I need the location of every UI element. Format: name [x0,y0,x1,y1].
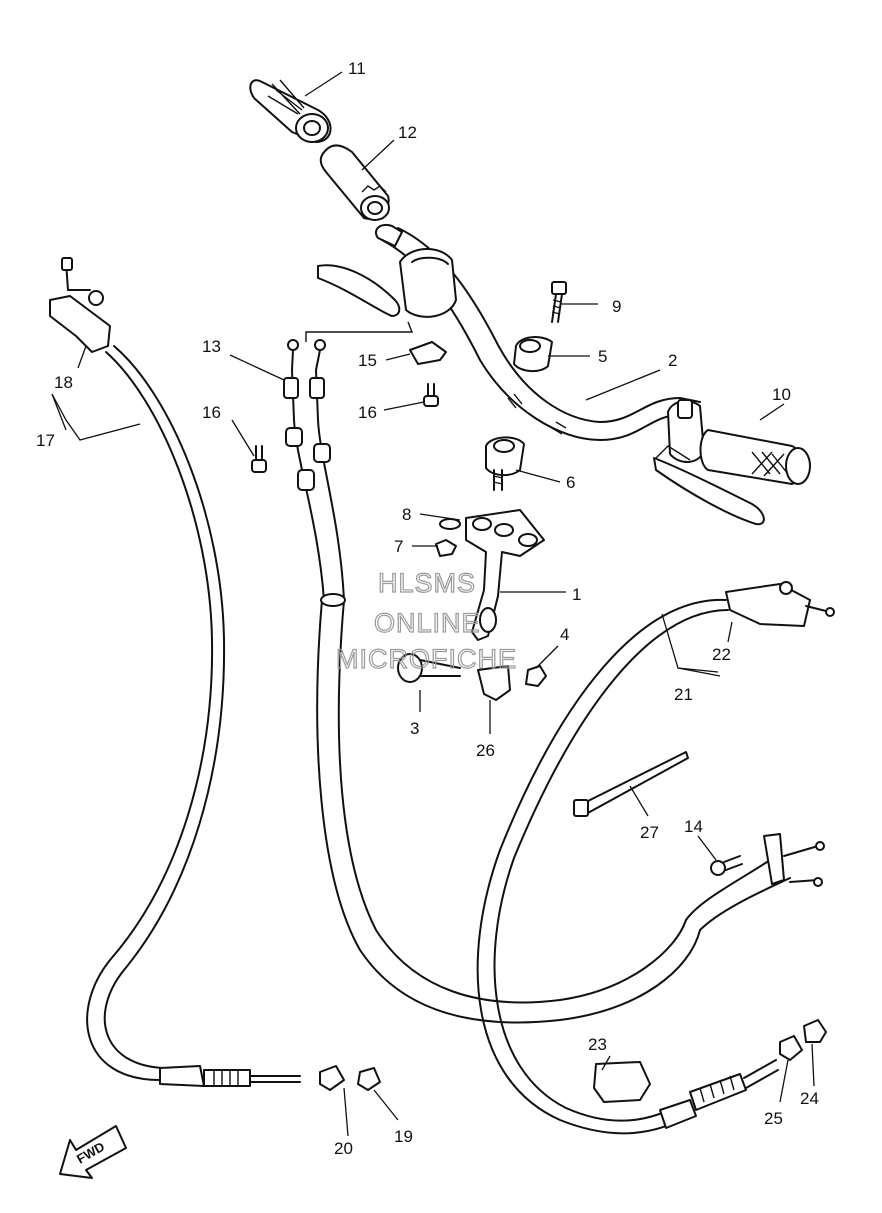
brake-cable [476,581,835,1135]
callout-13: 13 [202,337,221,356]
callout-20: 20 [334,1139,353,1158]
callout-24: 24 [800,1089,819,1108]
right-grip [699,429,811,485]
screw-16-right [423,383,439,407]
leader-lines [51,71,815,1137]
callout-7: 7 [394,537,403,556]
watermark-line-3: MICROFICHE [336,644,517,674]
cable-end-upper [815,841,825,851]
fwd-arrow: FWD [59,1125,127,1179]
nut-4 [525,665,547,687]
callout-22: 22 [712,645,731,664]
callout-19: 19 [394,1127,413,1146]
watermark: HLSMS ONLINE MICROFICHE [335,567,517,674]
upper-holder [513,336,553,372]
callout-16-right: 16 [358,403,377,422]
screw-14 [710,855,743,876]
callout-21: 21 [674,685,693,704]
callout-5: 5 [598,347,607,366]
callout-25: 25 [764,1109,783,1128]
callout-11: 11 [348,59,366,78]
callout-2: 2 [668,351,677,370]
nut-7 [435,539,457,557]
part-20 [319,1065,345,1091]
bolt-9 [551,281,567,323]
left-lever-bracket [305,247,457,342]
right-lever-bracket [653,399,765,526]
clutch-cable [49,257,301,1087]
throttle-tube [319,144,390,221]
callout-14: 14 [684,817,703,836]
callout-12: 12 [398,123,417,142]
screw-16-left [251,445,267,473]
callout-16-left: 16 [202,403,221,422]
callout-8: 8 [402,505,411,524]
clamp-15 [409,341,447,365]
callout-17: 17 [36,431,55,450]
callout-4: 4 [560,625,569,644]
callout-27: 27 [640,823,659,842]
callout-18: 18 [54,373,73,392]
callout-10: 10 [772,385,791,404]
bolt-3 [397,653,461,683]
part-25 [779,1035,803,1061]
handlebar-bracket [465,509,545,641]
cable-end-lower [813,877,823,887]
callout-numbers: 11 12 9 5 2 10 6 8 7 1 4 3 26 13 15 16 1… [36,59,819,1158]
washer-8 [439,518,461,530]
callout-15: 15 [358,351,377,370]
callout-1: 1 [572,585,581,604]
nut-19 [357,1067,381,1091]
watermark-line-2: ONLINE [374,608,481,638]
throttle-cable-assembly [283,339,791,1024]
lower-holder [485,436,525,491]
callout-26: 26 [476,741,495,760]
callout-3: 3 [410,719,419,738]
callout-23: 23 [588,1035,607,1054]
nut-24 [803,1019,827,1043]
left-grip [249,79,332,143]
callout-9: 9 [612,297,621,316]
cable-tie [573,751,689,817]
clip-23 [593,1061,651,1103]
throttle-cable-ends [783,845,819,883]
plate-26 [477,665,511,701]
callout-6: 6 [566,473,575,492]
watermark-line-1: HLSMS [378,568,476,598]
